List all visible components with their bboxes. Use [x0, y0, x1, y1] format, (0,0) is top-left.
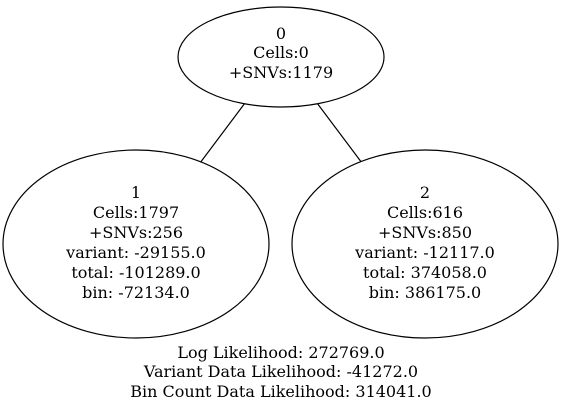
node-2-total: total: 374058.0: [363, 263, 487, 282]
log-likelihood-label: Log Likelihood: 272769.0: [177, 343, 384, 362]
node-0-snvs: +SNVs:1179: [229, 63, 333, 82]
node-1-bin: bin: -72134.0: [82, 283, 190, 302]
node-2-bin: bin: 386175.0: [369, 283, 481, 302]
node-2: 2 Cells:616 +SNVs:850 variant: -12117.0 …: [291, 149, 559, 339]
node-0-ellipse: [177, 6, 385, 108]
node-0: 0 Cells:0 +SNVs:1179: [177, 6, 385, 108]
likelihood-summary: Log Likelihood: 272769.0 Variant Data Li…: [130, 343, 431, 401]
node-1-id: 1: [131, 183, 141, 202]
node-1-total: total: -101289.0: [71, 263, 200, 282]
edge-0-2: [316, 102, 363, 164]
node-1-snvs: +SNVs:256: [89, 223, 183, 242]
edge-0-1: [199, 102, 246, 164]
node-2-ellipse: [291, 149, 559, 339]
node-1-ellipse: [2, 149, 270, 339]
node-2-cells: Cells:616: [387, 203, 463, 222]
variant-data-likelihood-label: Variant Data Likelihood: -41272.0: [143, 362, 418, 381]
node-0-cells: Cells:0: [253, 43, 309, 62]
node-0-id: 0: [276, 24, 286, 43]
node-1-variant: variant: -29155.0: [65, 243, 206, 262]
node-2-snvs: +SNVs:850: [378, 223, 472, 242]
node-1: 1 Cells:1797 +SNVs:256 variant: -29155.0…: [2, 149, 270, 339]
node-1-cells: Cells:1797: [93, 203, 179, 222]
node-2-variant: variant: -12117.0: [354, 243, 495, 262]
node-2-id: 2: [420, 183, 430, 202]
bin-count-data-likelihood-label: Bin Count Data Likelihood: 314041.0: [130, 382, 431, 401]
